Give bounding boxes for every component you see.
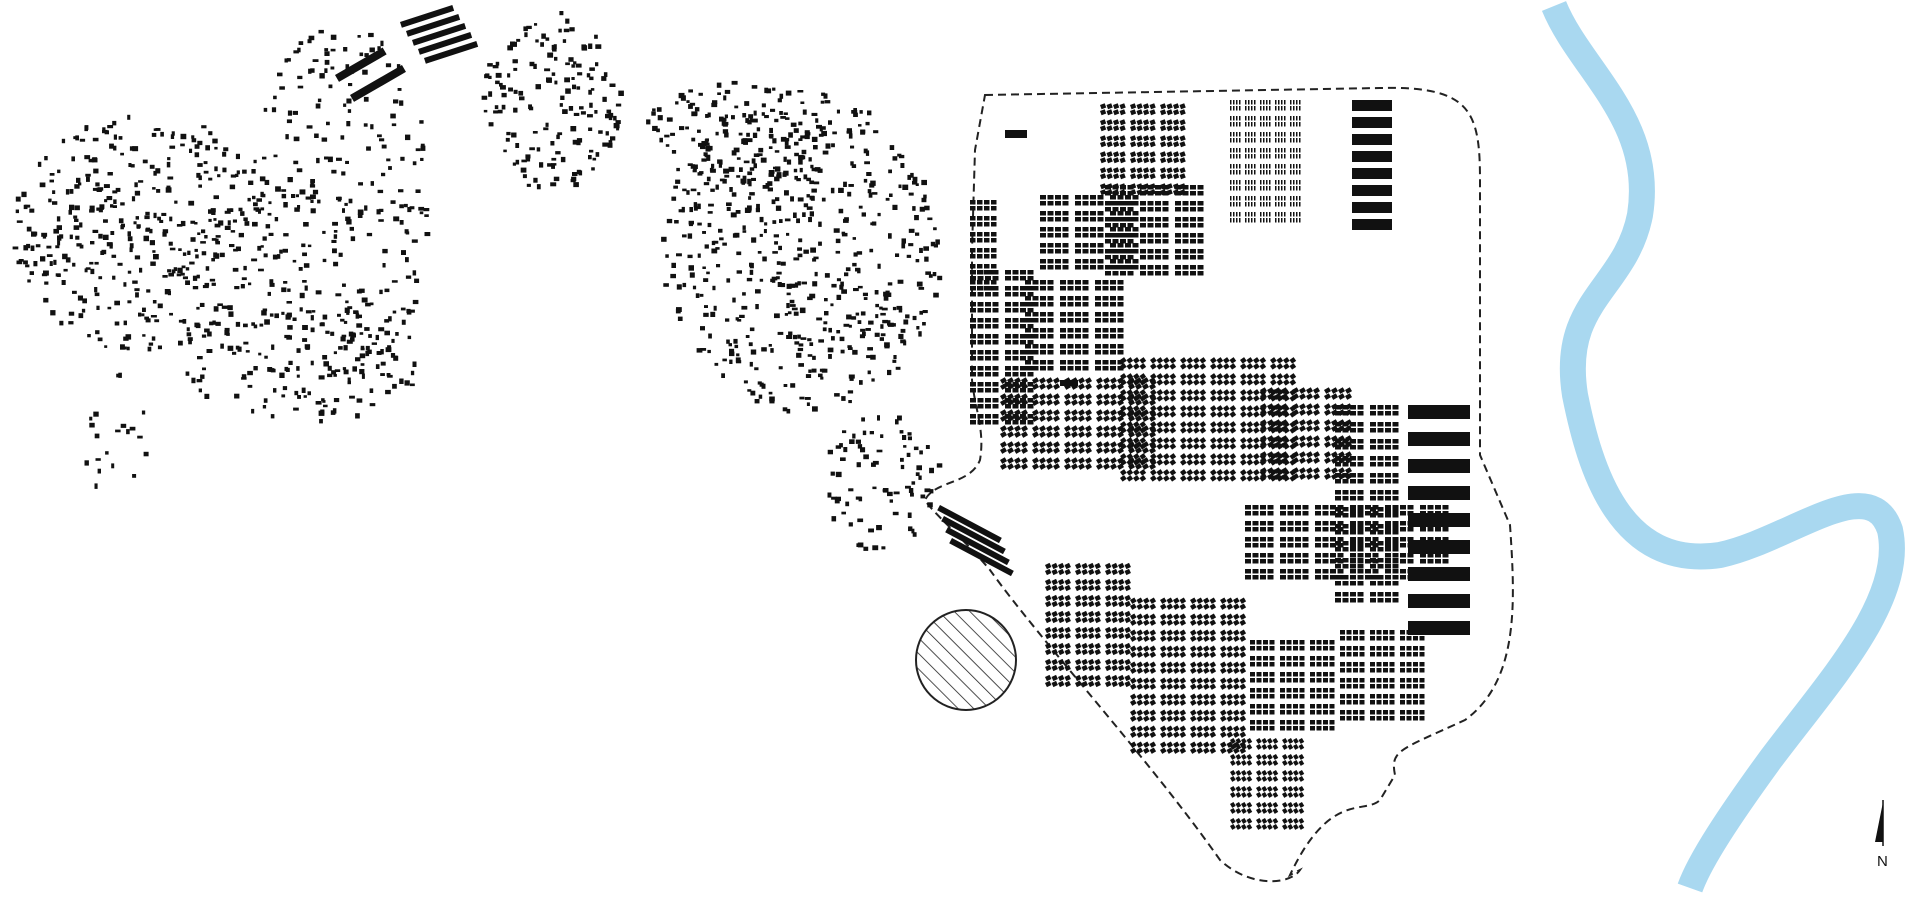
river bbox=[1541, 0, 1905, 893]
buildings-layer bbox=[12, 5, 1470, 830]
north-arrow-icon bbox=[1875, 802, 1883, 842]
north-label: N bbox=[1877, 853, 1888, 870]
hatched-circle bbox=[915, 609, 1017, 711]
camp-boundary bbox=[923, 86, 1514, 883]
north-arrow: N bbox=[1875, 800, 1888, 870]
